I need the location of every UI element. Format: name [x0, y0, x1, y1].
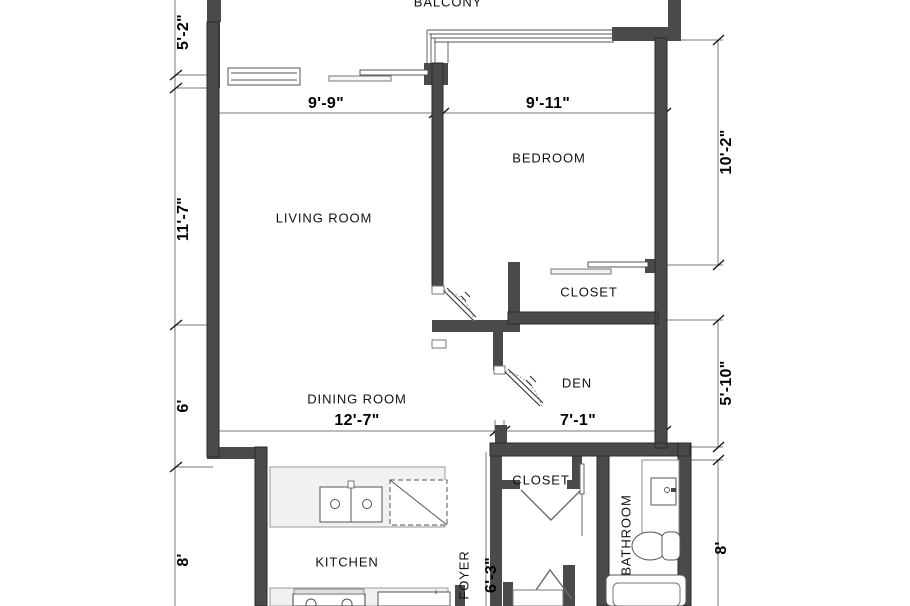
toilet — [631, 531, 681, 561]
foyer-fixtures — [512, 589, 564, 606]
openings — [227, 29, 649, 601]
bathroom-vanity-sink — [650, 477, 677, 506]
balcony-glass-track — [426, 29, 614, 63]
bathtub — [605, 574, 687, 606]
bedroom-swing-door — [431, 285, 477, 349]
refrigerator — [377, 590, 451, 606]
bedroom-closet-doors — [550, 261, 649, 275]
foyer-closet-bifold — [520, 489, 581, 521]
kitchen-sink — [319, 480, 383, 523]
foyer-closet-frame — [579, 463, 585, 536]
den-swing-door — [493, 365, 544, 409]
living-room-window — [227, 67, 301, 86]
bathroom-fixtures — [605, 459, 687, 606]
balcony-sliding-door — [328, 69, 429, 82]
range-stove — [292, 588, 366, 606]
kitchen-fixtures — [269, 466, 451, 606]
dishwasher — [389, 479, 448, 526]
walls — [207, 0, 691, 606]
